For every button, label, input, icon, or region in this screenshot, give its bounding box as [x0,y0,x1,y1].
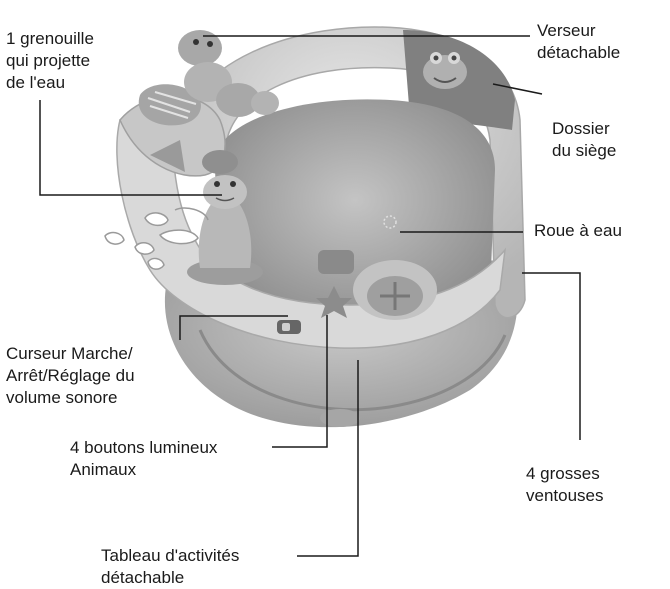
seat-backrest [174,26,526,319]
water-wheel [353,260,437,320]
water-drops [104,207,209,270]
activity-tray [116,84,507,349]
label-backrest: Dossier du siège [552,119,617,160]
label-pourer: Verseur détachable [537,21,621,62]
label-slider: Curseur Marche/ Arrêt/Réglage du volume … [6,344,135,407]
frog-decal [423,52,467,89]
label-buttons: 4 boutons lumineux Animaux [70,438,218,479]
label-suction-cups: 4 grosses ventouses [526,464,604,505]
top-buttons [150,140,238,174]
label-frog: 1 grenouille qui projette de l'eau [6,29,94,92]
pourer-toy [178,30,279,117]
line-panel [297,360,359,557]
line-buttons [272,315,328,448]
power-slider [277,320,301,334]
label-water-wheel: Roue à eau [534,221,622,240]
frog-toy [187,175,263,285]
line-backrest [492,83,543,95]
animal-buttons [316,250,354,318]
striped-dome [138,84,201,126]
line-frog [39,100,222,196]
label-panel: Tableau d'activités détachable [101,546,240,587]
seat-inner [215,99,495,324]
line-suction-cups [522,272,581,440]
line-slider [179,315,288,340]
